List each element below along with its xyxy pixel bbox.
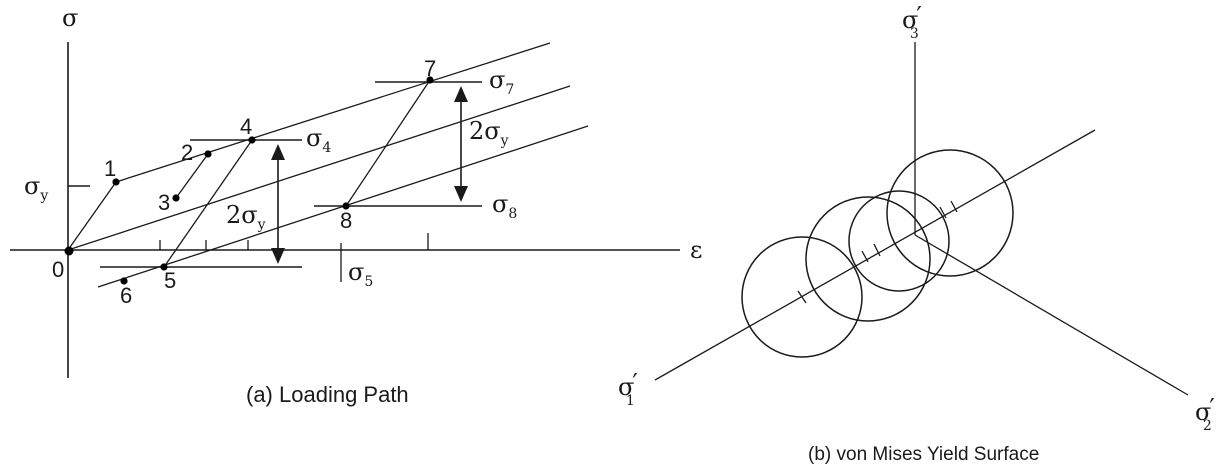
point-label-8: 8 (340, 208, 352, 233)
elastic-5-4 (163, 139, 253, 268)
point-label-3: 3 (158, 190, 170, 215)
yield-circle-4 (886, 149, 1014, 277)
sigma-axis-label: σ (62, 4, 78, 32)
point-7 (426, 76, 434, 84)
point-3 (172, 194, 180, 202)
yield-surface-panel: σ′1 σ′2 σ′3 (b) von Mises Yield Surface (618, 2, 1215, 465)
point-label-7: 7 (424, 56, 436, 81)
point-label-0: 0 (52, 257, 64, 282)
axis-tick (861, 250, 869, 263)
sigma3-prime-label: σ′3 (902, 2, 922, 42)
two-sigma-y-label-left: 2σy (226, 201, 266, 233)
point-2 (204, 150, 212, 158)
middle-hardening-line (67, 85, 571, 251)
axis-tick (873, 243, 881, 257)
axis-tick (939, 206, 947, 219)
elastic-0-1 (67, 181, 117, 251)
axis-tick (797, 290, 807, 304)
caption-loading-path: (a) Loading Path (246, 382, 409, 407)
axis-tick (950, 200, 958, 213)
yield-circle-3 (848, 190, 950, 292)
elastic-3-2 (175, 153, 209, 199)
sigma5-label: σ5 (348, 258, 373, 290)
epsilon-axis-label: ε (690, 236, 702, 264)
point-label-4: 4 (240, 114, 252, 139)
double-arrow-2sy-right (454, 86, 468, 202)
point-4 (248, 136, 256, 144)
sigma1-prime-label: σ′1 (618, 369, 638, 409)
sigma2-prime-axis (914, 234, 1189, 396)
yield-circle-1 (741, 236, 863, 358)
sigma8-label: σ8 (492, 190, 517, 222)
caption-yield-surface: (b) von Mises Yield Surface (808, 444, 1039, 465)
point-6 (120, 277, 128, 285)
upper-hardening-line (115, 42, 551, 183)
point-label-5: 5 (164, 268, 176, 293)
point-label-6: 6 (120, 283, 132, 308)
point-1 (112, 178, 120, 186)
loading-path-panel: σ ε σy 0 1 2 3 4 5 6 7 8 σ4 σ5 σ7 σ8 2σy… (10, 4, 702, 407)
sigma7-label: σ7 (489, 66, 514, 98)
sigma1-prime-axis (654, 129, 1096, 381)
two-sigma-y-label-right: 2σy (469, 117, 509, 149)
sigma2-prime-label: σ′2 (1195, 394, 1215, 434)
point-8 (342, 202, 350, 210)
point-label-1: 1 (104, 156, 116, 181)
double-arrow-2sy-left (271, 144, 285, 264)
point-5 (160, 263, 168, 271)
yield-circle-2 (805, 196, 931, 322)
point-0 (64, 246, 74, 256)
sigma4-label: σ4 (306, 124, 331, 156)
sigma-y-label: σy (24, 172, 48, 204)
elastic-8-7 (345, 79, 431, 207)
point-label-2: 2 (181, 140, 193, 165)
